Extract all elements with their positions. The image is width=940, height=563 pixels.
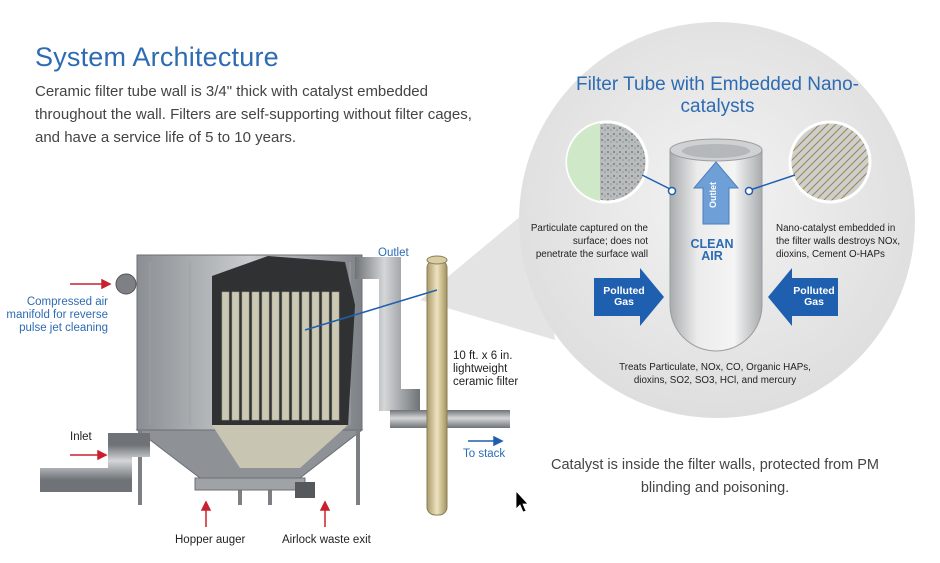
outlet-up-arrow — [692, 161, 740, 225]
label-compressed-air: Compressed air manifold for reverse puls… — [6, 296, 108, 334]
polluted-gas-left-label: Polluted Gas — [603, 285, 645, 308]
hopper-auger-trough — [194, 477, 306, 491]
airlock-valve — [295, 482, 315, 498]
inlet-pipe — [40, 433, 150, 492]
page-title: System Architecture — [35, 42, 279, 72]
callout-particulate-text: Particulate captured on the surface; doe… — [530, 223, 648, 260]
label-to-stack: To stack — [463, 448, 506, 460]
label-outlet: Outlet — [378, 247, 409, 259]
stack-pipe — [390, 410, 510, 428]
label-ceramic-filter: 10 ft. x 6 in. lightweight ceramic filte… — [453, 350, 519, 388]
filter-tube-illustration — [669, 149, 763, 352]
filter-pointer-line — [304, 289, 438, 331]
compressed-air-manifold — [115, 273, 137, 295]
outlet-arrow-label: Outlet — [708, 182, 718, 208]
outlet-pipe — [355, 257, 420, 411]
polluted-arrow-left — [594, 268, 664, 326]
polluted-gas-right-label: Polluted Gas — [793, 285, 835, 308]
label-inlet: Inlet — [70, 431, 92, 443]
mouse-cursor-icon — [515, 489, 529, 513]
callout-title: Filter Tube with Embedded Nano-catalysts — [575, 74, 860, 117]
polluted-arrow-right — [768, 268, 838, 326]
filter-tubes-array — [221, 291, 340, 421]
clean-air-label-line2: AIR — [701, 249, 723, 263]
label-airlock: Airlock waste exit — [282, 534, 371, 546]
label-hopper-auger: Hopper auger — [175, 534, 246, 546]
clean-air-label-line1: CLEAN — [690, 237, 734, 251]
intro-text: Ceramic filter tube wall is 3/4" thick w… — [35, 83, 472, 146]
callout-treats-text: Treats Particulate, NOx, CO, Organic HAP… — [619, 362, 811, 386]
caption: Catalyst is inside the filter walls, pro… — [551, 457, 879, 496]
nano-catalyst-closeup — [788, 120, 872, 204]
ceramic-filter-tube — [426, 259, 448, 516]
callout-nano-text: Nano-catalyst embedded in the filter wal… — [776, 223, 901, 260]
